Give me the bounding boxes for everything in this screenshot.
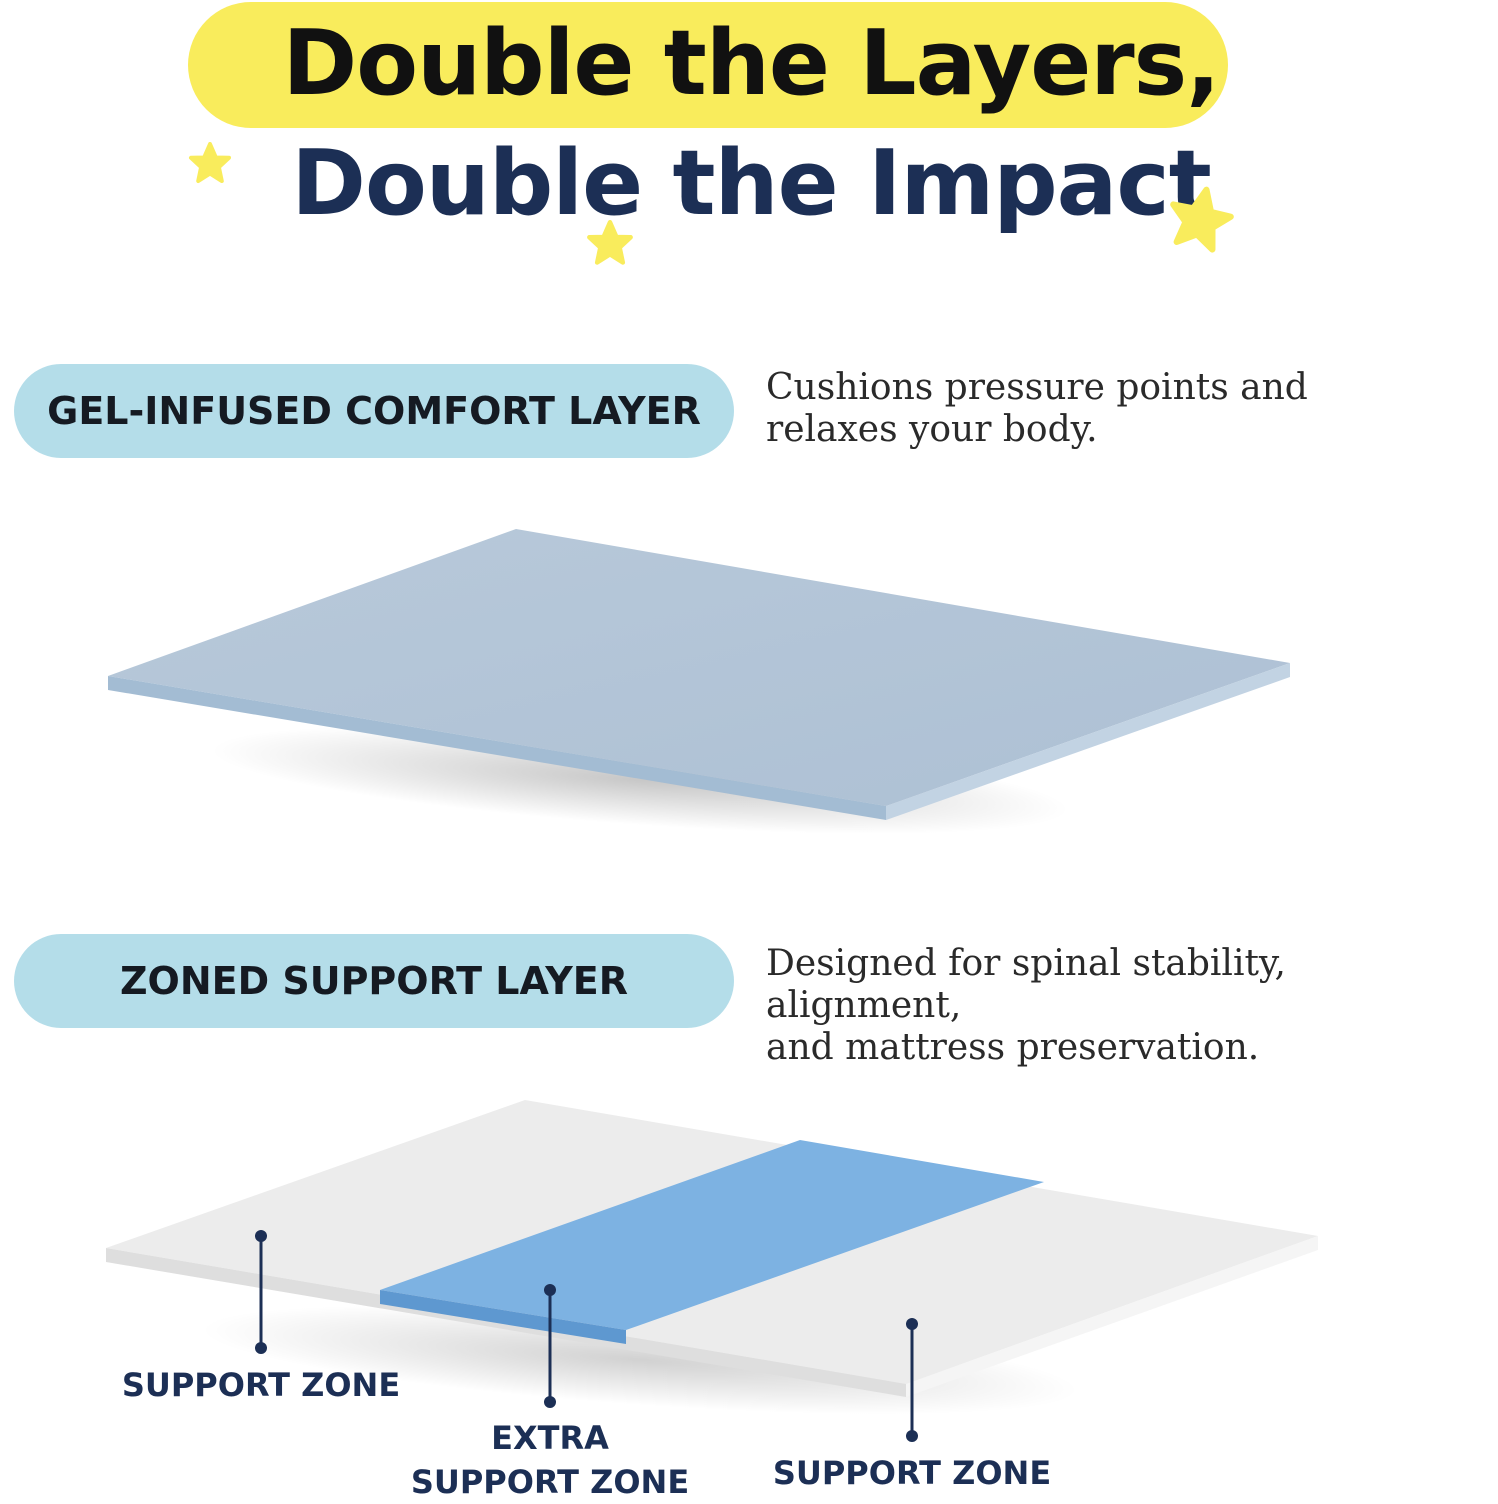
zone-label-center: EXTRA SUPPORT ZONE — [390, 1416, 710, 1504]
comfort-description-line-2: relaxes your body. — [766, 409, 1098, 450]
star-icon — [587, 220, 633, 265]
title-highlight — [188, 2, 1228, 128]
zone-label-center-line-2: SUPPORT ZONE — [410, 1463, 690, 1501]
comfort-layer-description: Cushions pressure points and relaxes you… — [766, 367, 1486, 451]
star-icon — [189, 142, 231, 183]
comfort-description-line-1: Cushions pressure points and — [766, 367, 1308, 408]
support-description-line-2: and mattress preservation. — [766, 1027, 1260, 1068]
support-layer-label: ZONED SUPPORT LAYER — [14, 934, 734, 1028]
title-line-2: Double the Impact — [291, 131, 1212, 236]
zone-label-right: SUPPORT ZONE — [772, 1454, 1052, 1492]
support-description-line-1: Designed for spinal stability, alignment… — [766, 943, 1286, 1026]
comfort-layer-title: GEL-INFUSED COMFORT LAYER — [47, 389, 701, 433]
title-line-1: Double the Layers, — [282, 11, 1221, 116]
support-layer-description: Designed for spinal stability, alignment… — [766, 943, 1486, 1069]
star-icon — [1170, 186, 1234, 253]
zone-label-center-line-1: EXTRA — [491, 1419, 609, 1457]
support-layer-title: ZONED SUPPORT LAYER — [119, 959, 629, 1003]
comfort-layer-label: GEL-INFUSED COMFORT LAYER — [14, 364, 734, 458]
zone-label-left: SUPPORT ZONE — [121, 1366, 401, 1404]
